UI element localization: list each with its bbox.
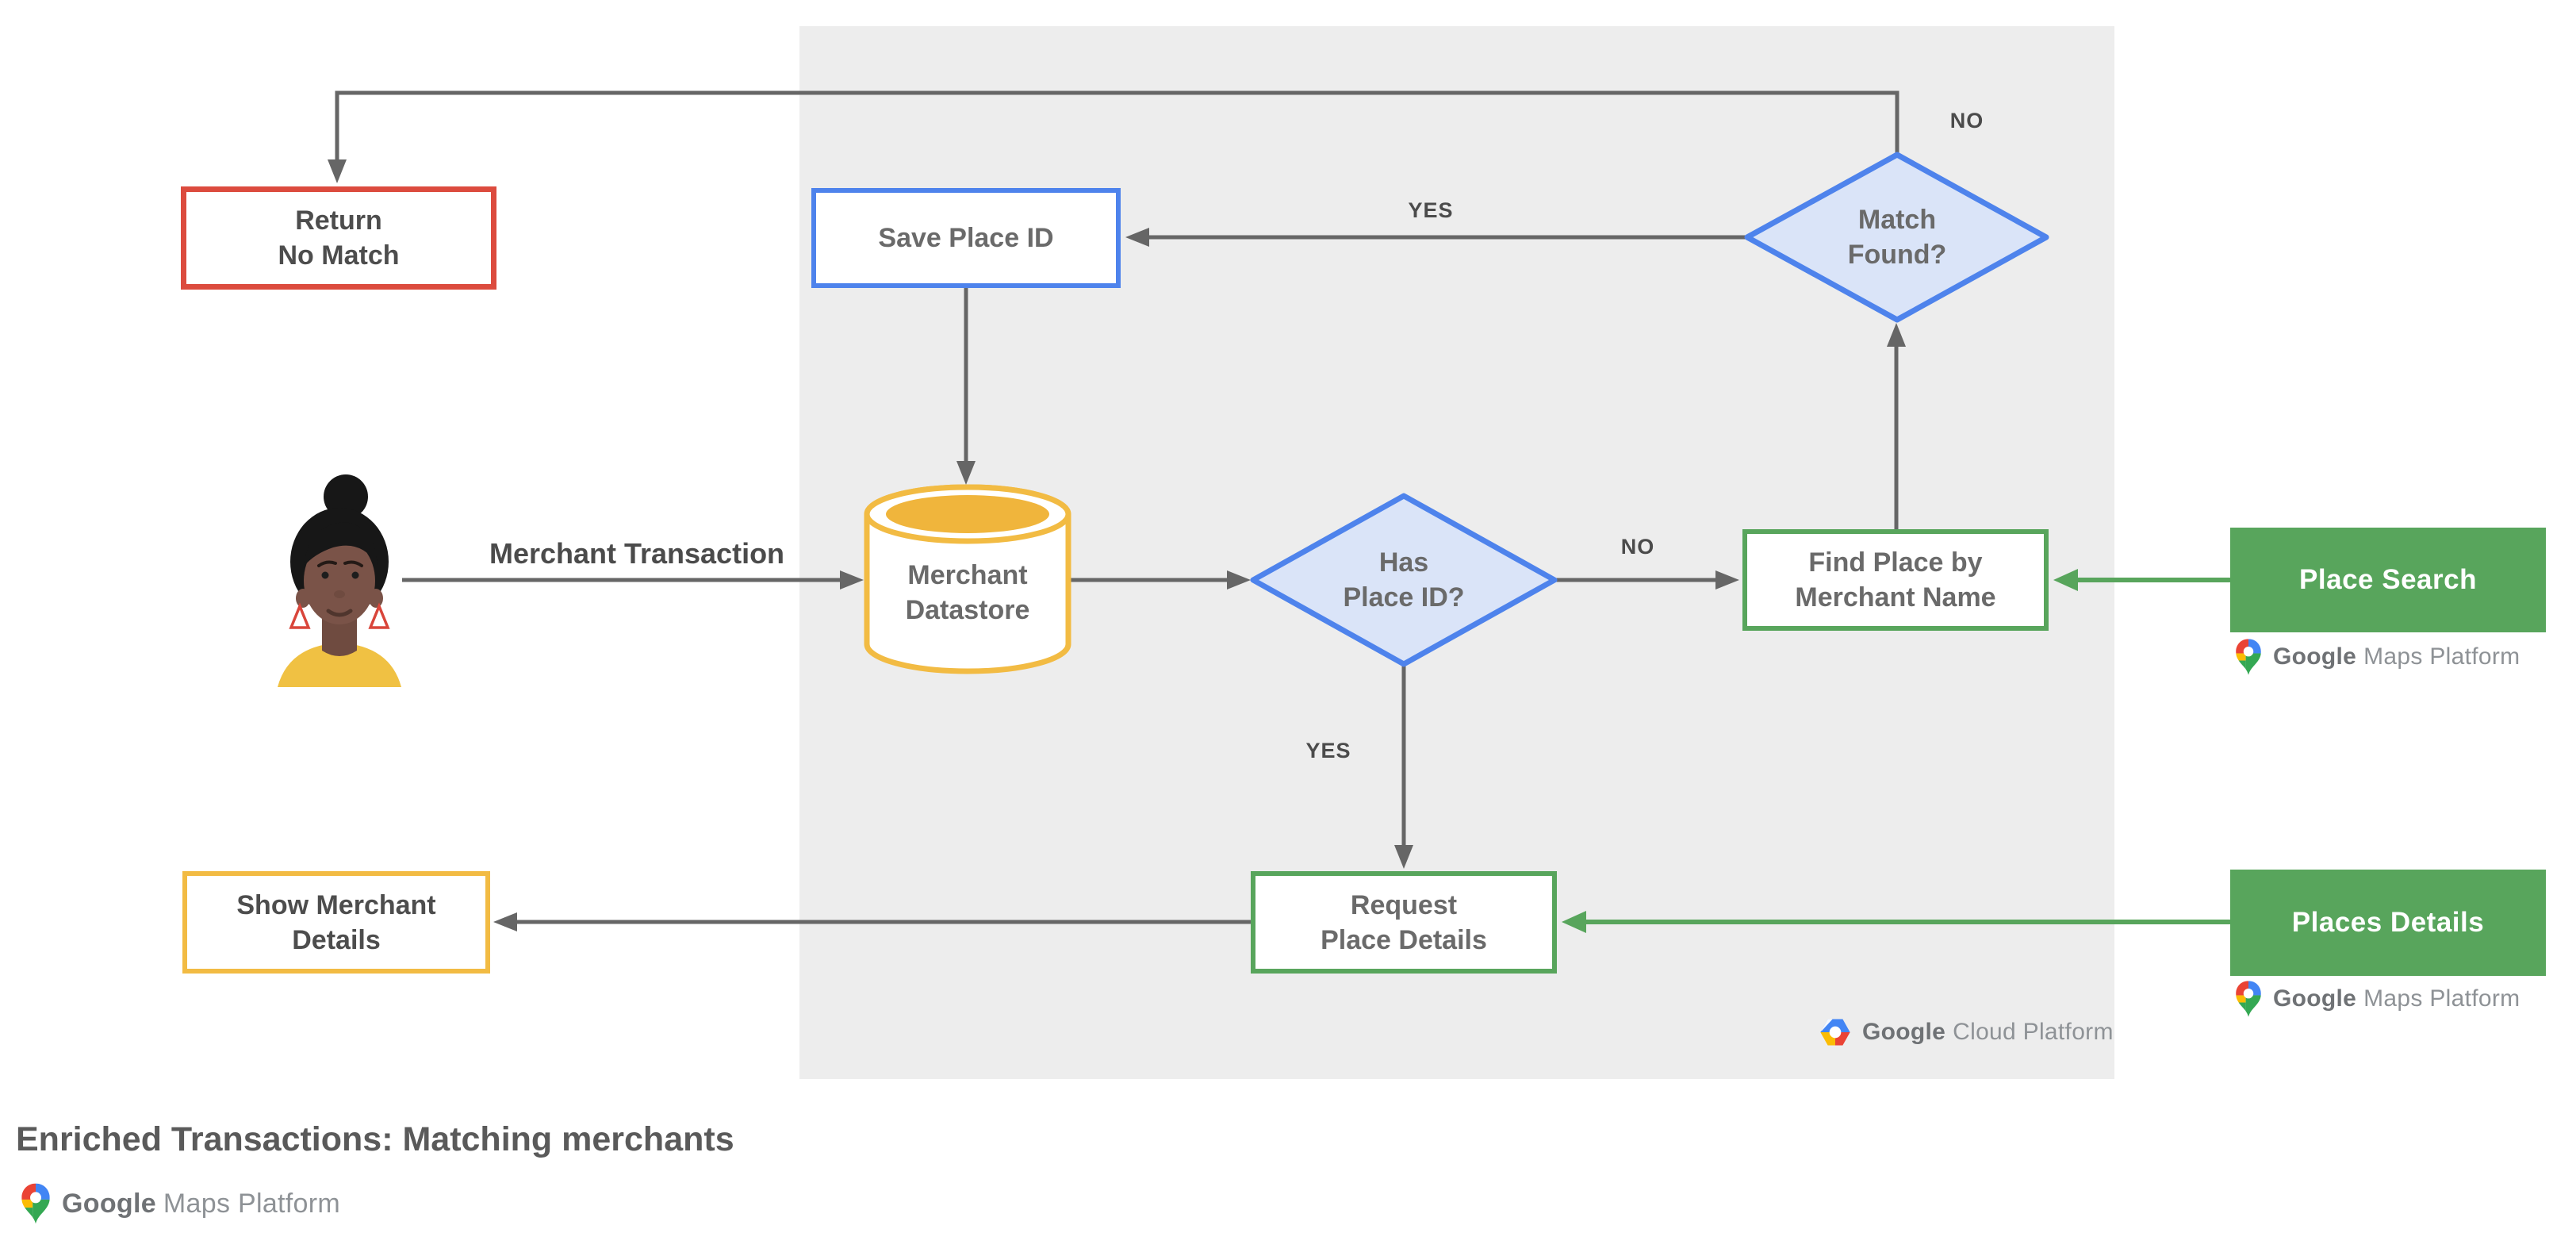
merchant-customer-avatar <box>278 474 401 687</box>
gmp-logo-google-text: Google <box>62 1188 156 1219</box>
match-found-label: Match Found? <box>1847 205 1947 270</box>
maps-pin-icon <box>2235 638 2262 676</box>
has-place-id-no-label: NO <box>1620 535 1655 559</box>
places-details-api-box: Places Details <box>2230 870 2546 976</box>
avatar-earring-right <box>368 602 390 629</box>
gcp-logo-rest-text: Cloud Platform <box>1953 1019 2114 1045</box>
edge-has-place-id-yes <box>1394 664 1413 869</box>
has-place-id-yes-label: YES <box>1305 739 1351 762</box>
gmp-logo-places-details: Google Maps Platform <box>2235 980 2520 1018</box>
avatar-hair-bun <box>324 474 368 519</box>
merchant-datastore-cylinder <box>864 484 1071 674</box>
gcp-logo-google-text: Google <box>1862 1019 1946 1045</box>
edge-match-found-no <box>328 90 1899 183</box>
gmp-logo-place-search: Google Maps Platform <box>2235 638 2520 676</box>
places-details-label: Places Details <box>2291 907 2485 938</box>
has-place-id-label: Has Place ID? <box>1343 547 1465 613</box>
edge-places-details-to-request <box>1562 911 2230 933</box>
gcp-logo: Google Cloud Platform <box>1819 1015 2114 1050</box>
place-search-label: Place Search <box>2299 564 2477 595</box>
edge-save-place-id-to-datastore <box>956 288 976 485</box>
avatar-neck <box>322 613 357 656</box>
avatar-shirt <box>278 643 401 687</box>
return-no-match-node: Return No Match <box>181 186 496 290</box>
gmp-logo-google-text: Google <box>2273 643 2357 670</box>
has-place-id-diamond <box>1250 493 1558 667</box>
match-found-diamond <box>1744 152 2049 323</box>
gcp-hexagon-icon <box>1819 1015 1851 1050</box>
gmp-logo-rest-text: Maps Platform <box>163 1188 340 1219</box>
edge-place-search-to-find-place <box>2053 569 2230 591</box>
edge-match-found-yes <box>1125 228 1747 247</box>
maps-pin-icon <box>2235 980 2262 1018</box>
find-place-label-line1: Find Place by <box>1808 547 1983 578</box>
gmp-logo-footer: Google Maps Platform <box>21 1182 340 1225</box>
merchant-transaction-label: Merchant Transaction <box>489 537 785 570</box>
match-found-no-label: NO <box>1949 109 1984 132</box>
show-merchant-details-node: Show Merchant Details <box>182 871 490 974</box>
edge-find-place-to-match-found <box>1887 323 1906 529</box>
save-place-id-node: Save Place ID <box>811 188 1121 288</box>
find-place-label-line2: Merchant Name <box>1795 582 1996 613</box>
show-merchant-details-label-line1: Show Merchant <box>236 889 436 920</box>
avatar-earring-left <box>289 602 311 629</box>
request-place-details-node: Request Place Details <box>1251 871 1557 974</box>
edge-datastore-to-has-place-id <box>1068 570 1251 590</box>
maps-pin-icon <box>21 1182 51 1225</box>
diagram-title: Enriched Transactions: Matching merchant… <box>16 1120 734 1158</box>
request-place-details-label-line2: Place Details <box>1321 924 1487 955</box>
place-search-api-box: Place Search <box>2230 528 2546 632</box>
edge-request-to-show-details <box>493 912 1251 931</box>
return-no-match-label-line1: Return <box>295 205 382 236</box>
show-merchant-details-label-line2: Details <box>292 924 381 955</box>
gmp-logo-google-text: Google <box>2273 985 2357 1012</box>
gmp-logo-rest-text: Maps Platform <box>2363 643 2520 670</box>
match-found-yes-label: YES <box>1408 198 1454 222</box>
edge-merchant-transaction <box>402 570 864 590</box>
merchant-datastore-label: Merchant Datastore <box>905 560 1030 625</box>
return-no-match-label-line2: No Match <box>278 240 400 271</box>
gmp-logo-rest-text: Maps Platform <box>2363 985 2520 1012</box>
avatar-face <box>304 537 375 624</box>
edge-has-place-id-no <box>1554 570 1739 590</box>
save-place-id-label: Save Place ID <box>878 223 1054 253</box>
find-place-by-merchant-name-node: Find Place by Merchant Name <box>1742 529 2049 631</box>
request-place-details-label-line1: Request <box>1350 889 1458 920</box>
